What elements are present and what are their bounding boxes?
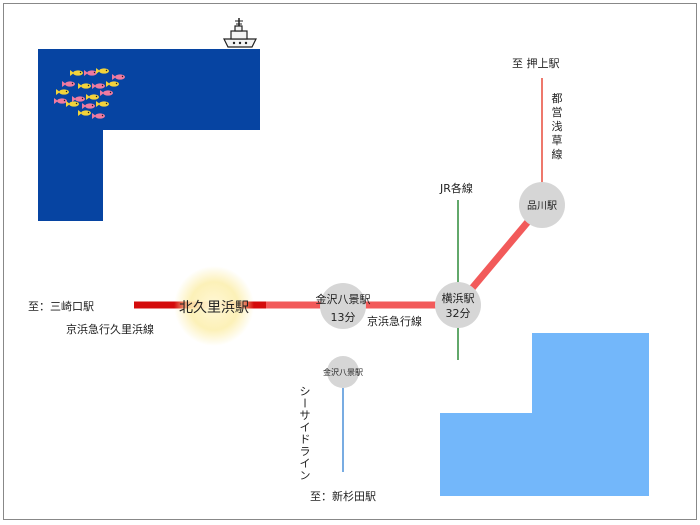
line-label-jr: JR各線 bbox=[439, 181, 473, 195]
fish-icon bbox=[82, 103, 95, 109]
station-time-kanazawa-hakkei: 13分 bbox=[331, 311, 356, 324]
highlight-glow bbox=[174, 266, 254, 346]
vertical-label-char: ド bbox=[300, 433, 311, 446]
station-label-shinagawa[interactable]: 品川駅 bbox=[527, 200, 557, 212]
fish-icon bbox=[96, 101, 109, 107]
sea-dark-area bbox=[38, 49, 260, 221]
fish-icon bbox=[96, 68, 109, 74]
vertical-label-char: 都 bbox=[552, 92, 563, 105]
fish-school bbox=[54, 68, 125, 119]
station-label-kanazawa-hakkei[interactable]: 金沢八景駅 bbox=[316, 292, 371, 306]
fish-icon bbox=[56, 89, 69, 95]
fish-icon bbox=[78, 110, 91, 116]
fish-icon bbox=[54, 98, 67, 104]
station-circle-kanazawa-hakkei[interactable] bbox=[320, 283, 366, 329]
vertical-label-char: ラ bbox=[300, 445, 311, 458]
vertical-label-char: シ bbox=[300, 385, 311, 398]
sea-light-area bbox=[440, 333, 649, 496]
vertical-label-char: 営 bbox=[552, 105, 563, 119]
fish-icon bbox=[72, 96, 85, 102]
line-label-kurihama: 京浜急行久里浜線 bbox=[66, 322, 154, 336]
vertical-label-char: 草 bbox=[552, 134, 563, 147]
station-circle-shinagawa[interactable] bbox=[519, 182, 565, 228]
vertical-label-char: 浅 bbox=[552, 120, 563, 133]
station-circle-yokohama[interactable] bbox=[435, 282, 481, 328]
vertical-label-char: イ bbox=[300, 421, 311, 434]
vertical-label-char: イ bbox=[300, 457, 311, 470]
station-label-kitakurihama[interactable]: 北久里浜駅 bbox=[179, 300, 249, 316]
station-circle-seaside-kanazawa-hakkei[interactable] bbox=[327, 356, 359, 388]
fish-icon bbox=[92, 83, 105, 89]
fish-icon bbox=[66, 101, 79, 107]
station-label-seaside-kanazawa-hakkei[interactable]: 金沢八景駅 bbox=[323, 367, 363, 377]
fish-icon bbox=[62, 81, 75, 87]
ship-icon bbox=[223, 18, 257, 48]
keikyu-line-track bbox=[266, 202, 545, 309]
fish-icon bbox=[100, 90, 113, 96]
fish-icon bbox=[86, 94, 99, 100]
destination-misakiguchi: 至：三崎口駅 bbox=[28, 299, 94, 313]
fish-icon bbox=[70, 70, 83, 76]
destination-oshiage: 至 押上駅 bbox=[512, 56, 560, 70]
station-time-yokohama: 32分 bbox=[446, 307, 471, 320]
fish-icon bbox=[84, 70, 97, 76]
fish-icon bbox=[106, 81, 119, 87]
vertical-label-char: ー bbox=[298, 398, 311, 409]
vertical-label-char: ン bbox=[300, 469, 311, 482]
station-label-yokohama[interactable]: 横浜駅 bbox=[442, 291, 475, 305]
vertical-label-char: サ bbox=[300, 409, 311, 422]
destination-shinsugita: 至：新杉田駅 bbox=[310, 489, 376, 503]
vertical-label-char: 線 bbox=[552, 147, 563, 161]
line-label-keikyu: 京浜急行線 bbox=[367, 314, 422, 328]
fish-icon bbox=[92, 113, 105, 119]
fish-icon bbox=[112, 74, 125, 80]
fish-icon bbox=[78, 83, 91, 89]
